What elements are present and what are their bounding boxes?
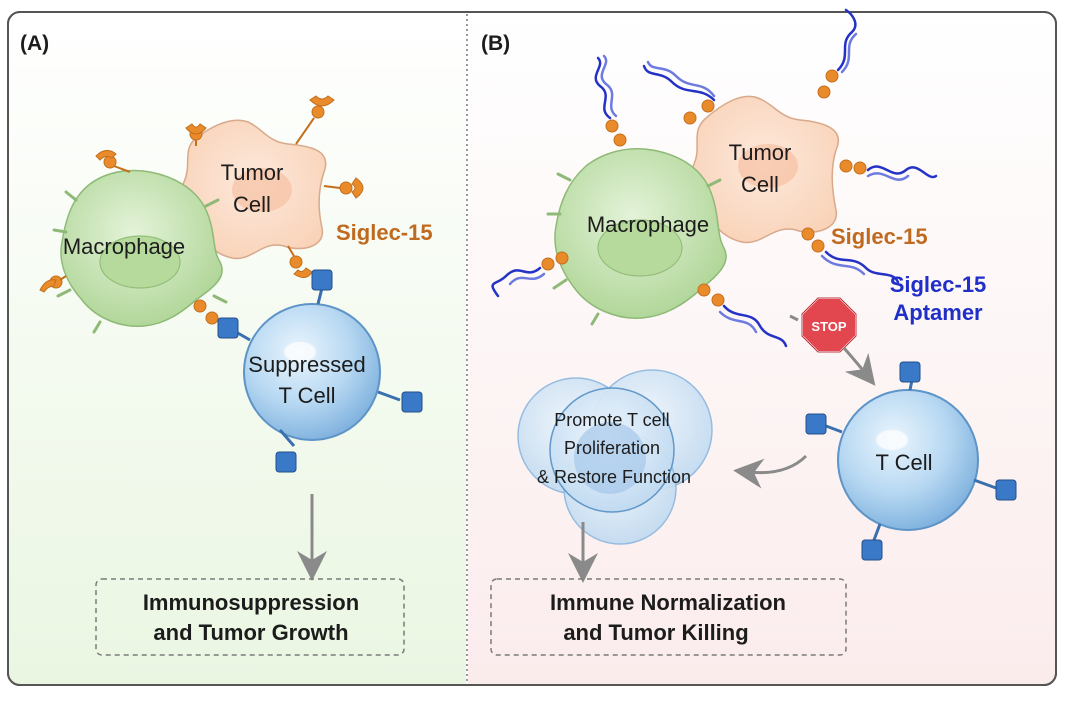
panel-b-label: (B) xyxy=(481,32,510,55)
outcome-a-line2: and Tumor Growth xyxy=(153,620,348,645)
siglec15-receptors-a xyxy=(39,95,364,325)
tumor-cell-a-line2: Cell xyxy=(233,192,271,217)
proliferating-t-cells xyxy=(517,369,713,545)
stop-sign-text: STOP xyxy=(811,319,846,334)
siglec15-label-b: Siglec-15 xyxy=(831,224,928,249)
suppressed-t-cell-a xyxy=(217,269,423,473)
t-cell-a-line2: T Cell xyxy=(278,383,335,408)
arrow-to-tcell-b xyxy=(842,347,876,386)
tumor-cell-a-line1: Tumor xyxy=(221,160,284,185)
macrophage-b-label: Macrophage xyxy=(587,212,709,237)
outcome-box-b xyxy=(490,578,847,656)
proliferation-line1: Promote T cell xyxy=(554,410,669,430)
stop-dash xyxy=(789,314,799,322)
tumor-cell-b-line2: Cell xyxy=(741,172,779,197)
arrow-to-proliferation xyxy=(733,454,808,489)
siglec15-aptamers xyxy=(491,8,938,348)
outcome-a-line1: Immunosuppression xyxy=(143,590,359,615)
proliferation-line2: Proliferation xyxy=(564,438,660,458)
siglec15-receptors-b xyxy=(541,69,867,307)
macrophage-a-label: Macrophage xyxy=(63,234,185,259)
tumor-cell-b-line1: Tumor xyxy=(729,140,792,165)
proliferation-line3: & Restore Function xyxy=(537,467,691,487)
t-cell-b xyxy=(805,361,1017,561)
t-cell-b-label: T Cell xyxy=(875,450,932,475)
panel-a-background xyxy=(9,13,466,684)
aptamer-label-line1: Siglec-15 xyxy=(890,272,987,297)
outcome-b-line2: and Tumor Killing xyxy=(563,620,748,645)
outcome-box-a xyxy=(95,578,405,656)
stop-sign xyxy=(801,297,857,353)
outcome-b-line1: Immune Normalization xyxy=(550,590,786,615)
t-cell-a-line1: Suppressed xyxy=(248,352,365,377)
aptamer-label-line2: Aptamer xyxy=(893,300,983,325)
panel-a-label: (A) xyxy=(20,32,49,55)
siglec15-label-a: Siglec-15 xyxy=(336,220,433,245)
